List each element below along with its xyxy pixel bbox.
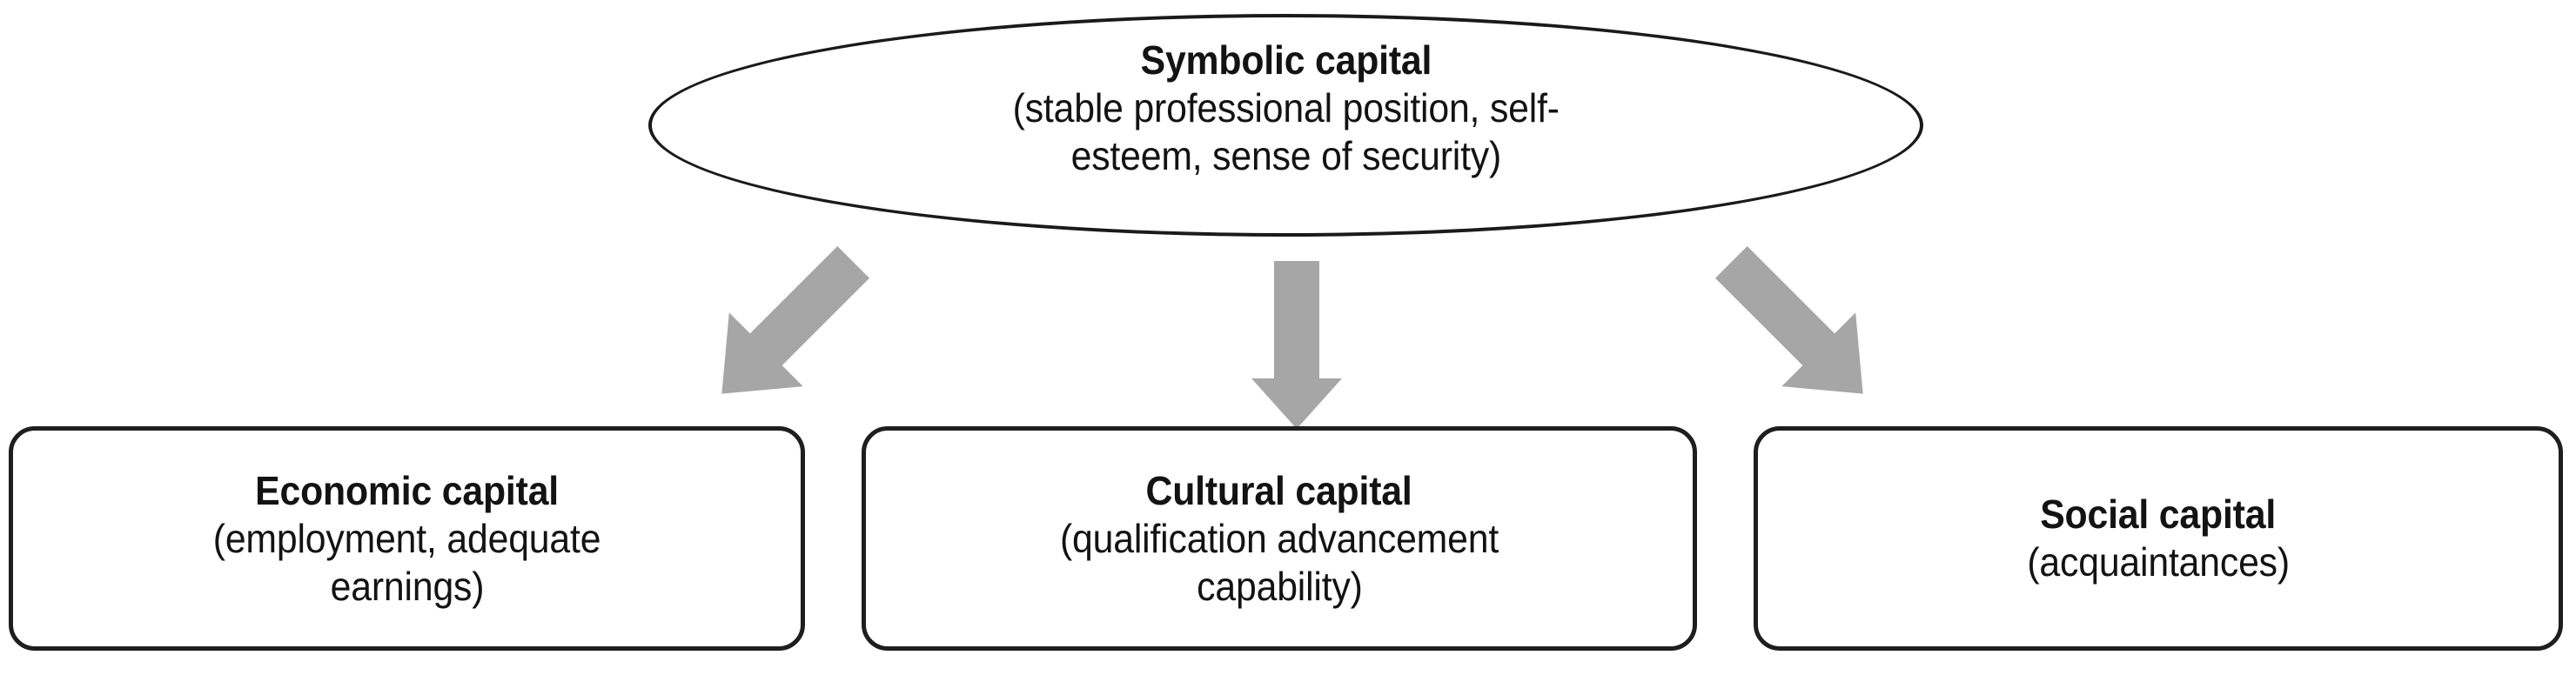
node-economic-capital-title: Economic capital: [255, 467, 559, 513]
node-symbolic-capital-title: Symbolic capital: [1140, 37, 1432, 83]
node-social-capital-subtitle-line-1: (acquaintances): [2027, 539, 2290, 585]
arrow-down-left-icon: [721, 245, 870, 394]
node-symbolic-capital-subtitle-line-1: (stable professional position, self-: [1012, 85, 1560, 130]
node-symbolic-capital-subtitle-line-2: esteem, sense of security): [1070, 133, 1501, 178]
node-cultural-capital[interactable]: Cultural capital (qualification advancem…: [862, 426, 1697, 651]
arrow-to-cultural-capital: [1236, 261, 1358, 431]
node-cultural-capital-subtitle-line-2: capability): [1196, 563, 1363, 609]
node-social-capital[interactable]: Social capital (acquaintances): [1754, 426, 2563, 651]
node-cultural-capital-title: Cultural capital: [1145, 467, 1413, 513]
node-economic-capital[interactable]: Economic capital (employment, adequate e…: [9, 426, 805, 651]
arrow-down-icon: [1251, 261, 1342, 429]
arrow-to-social-capital: [1697, 228, 1897, 428]
node-economic-capital-subtitle-line-2: earnings): [330, 563, 484, 609]
node-symbolic-capital[interactable]: Symbolic capital (stable professional po…: [648, 14, 1923, 237]
arrow-to-economic-capital: [688, 228, 888, 428]
node-cultural-capital-subtitle-line-1: (qualification advancement: [1059, 515, 1499, 561]
node-economic-capital-subtitle-line-1: (employment, adequate: [212, 515, 601, 561]
arrow-down-right-icon: [1714, 245, 1863, 394]
node-social-capital-title: Social capital: [2040, 491, 2277, 537]
